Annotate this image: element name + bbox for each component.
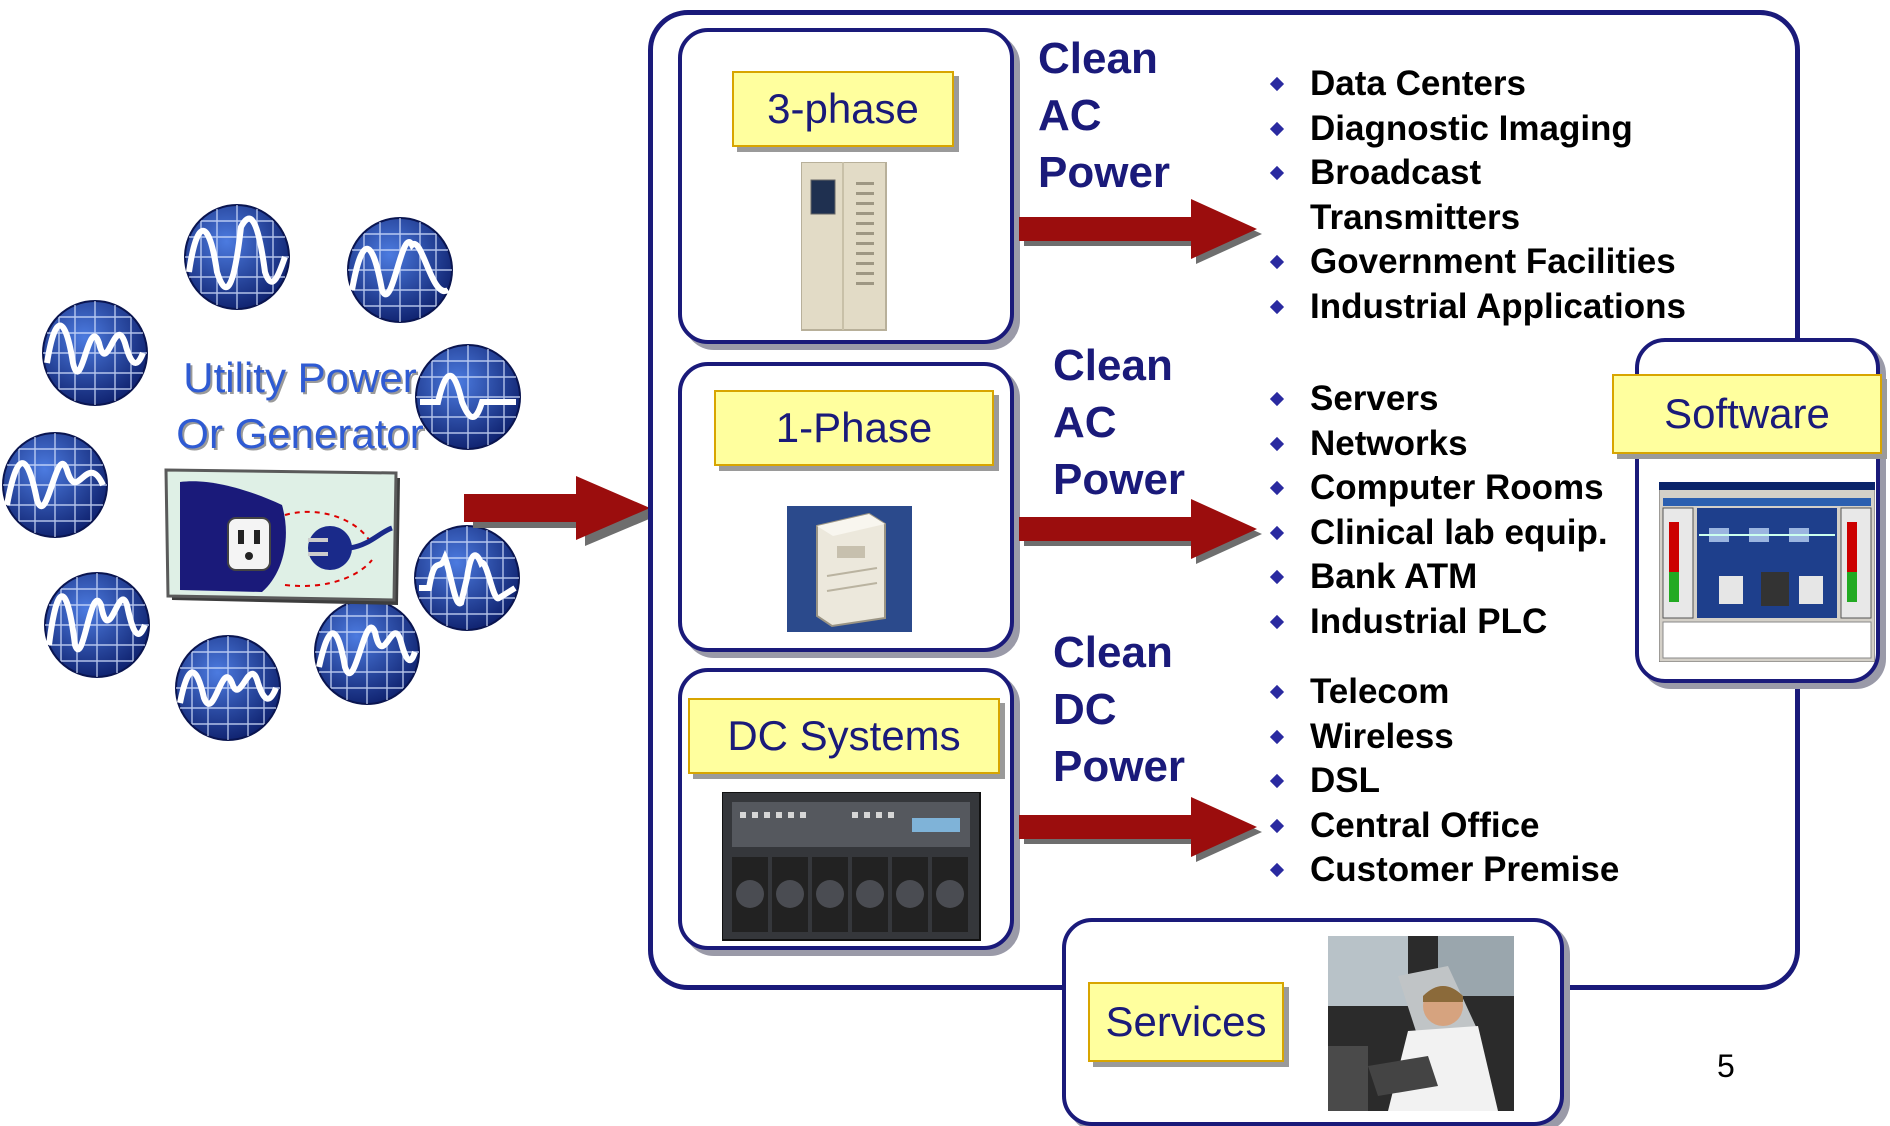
three-phase-ups-cabinet-icon [801,162,887,331]
output-arrow-dc [1019,797,1262,862]
list-item: Servers [1262,377,1608,422]
applications-list-1phase: Servers Networks Computer Rooms Clinical… [1262,377,1608,644]
technician-photo-icon [1328,936,1514,1111]
sine-wave-icon [347,217,453,323]
dc-systems-label: DC Systems [688,698,1000,774]
list-item: Diagnostic Imaging [1262,107,1686,152]
list-item: Industrial PLC [1262,600,1608,645]
distorted-wave-icon [414,525,520,631]
utility-power-label: Utility Power Or Generator [150,350,450,462]
list-item: Clinical lab equip. [1262,511,1608,556]
single-phase-panel: 1-Phase [678,362,1014,652]
waveform-icons [2,204,521,741]
utility-source: Utility Power Or Generator [0,160,580,760]
dc-rectifier-rack-icon [722,792,981,941]
services-label: Services [1088,982,1284,1062]
output-label-word: Power [1053,742,1186,791]
list-item: Broadcast [1262,151,1686,196]
page-number: 5 [1717,1048,1735,1084]
sine-wave-icon [44,572,150,678]
output-arrow-1phase [1019,499,1262,564]
list-item: Bank ATM [1262,555,1608,600]
utility-power-line2: Or Generator [176,410,424,457]
dc-systems-panel: DC Systems [678,668,1014,950]
applications-list-dc: Telecom Wireless DSL Central Office Cust… [1262,670,1619,893]
list-item: Data Centers [1262,62,1686,107]
list-item: Government Facilities [1262,240,1686,285]
sine-wave-icon [314,599,420,705]
output-label-word: Power [1038,148,1171,197]
list-item: Networks [1262,422,1608,467]
list-item: Central Office [1262,804,1619,849]
sine-wave-icon [184,204,290,310]
output-label-3phase: Clean AC Power [1038,30,1170,201]
output-label-word: DC [1053,685,1117,734]
list-item: Computer Rooms [1262,466,1608,511]
single-phase-label: 1-Phase [714,390,994,466]
applications-list-3phase: Data Centers Diagnostic Imaging Broadcas… [1262,62,1686,329]
three-phase-label: 3-phase [732,71,954,147]
output-label-word: AC [1053,398,1117,447]
services-panel: Services [1062,918,1564,1126]
software-panel: Software [1612,338,1882,683]
list-item: DSL [1262,759,1619,804]
plug-outlet-icon [164,468,400,605]
sine-wave-icon [2,432,108,538]
list-item: Industrial Applications [1262,285,1686,330]
output-label-word: Power [1053,455,1186,504]
single-phase-ups-tower-icon [787,506,912,632]
output-label-word: Clean [1053,628,1173,677]
input-arrow [464,476,660,546]
spike-wave-icon [415,344,521,450]
utility-power-line1: Utility Power [183,354,417,401]
sine-wave-icon [42,300,148,406]
software-label: Software [1612,374,1882,454]
output-arrow-3phase [1019,199,1262,264]
list-item: Telecom [1262,670,1619,715]
output-label-word: AC [1038,91,1102,140]
list-item-continuation: Transmitters [1310,197,1521,237]
sine-wave-icon [175,635,281,741]
software-screenshot-icon [1659,482,1875,662]
three-phase-panel: 3-phase [678,28,1014,344]
list-item: Wireless [1262,715,1619,760]
output-label-dc: Clean DC Power [1053,624,1185,795]
output-label-word: Clean [1038,34,1158,83]
list-item: Customer Premise [1262,848,1619,893]
output-label-word: Clean [1053,341,1173,390]
output-label-1phase: Clean AC Power [1053,337,1185,508]
